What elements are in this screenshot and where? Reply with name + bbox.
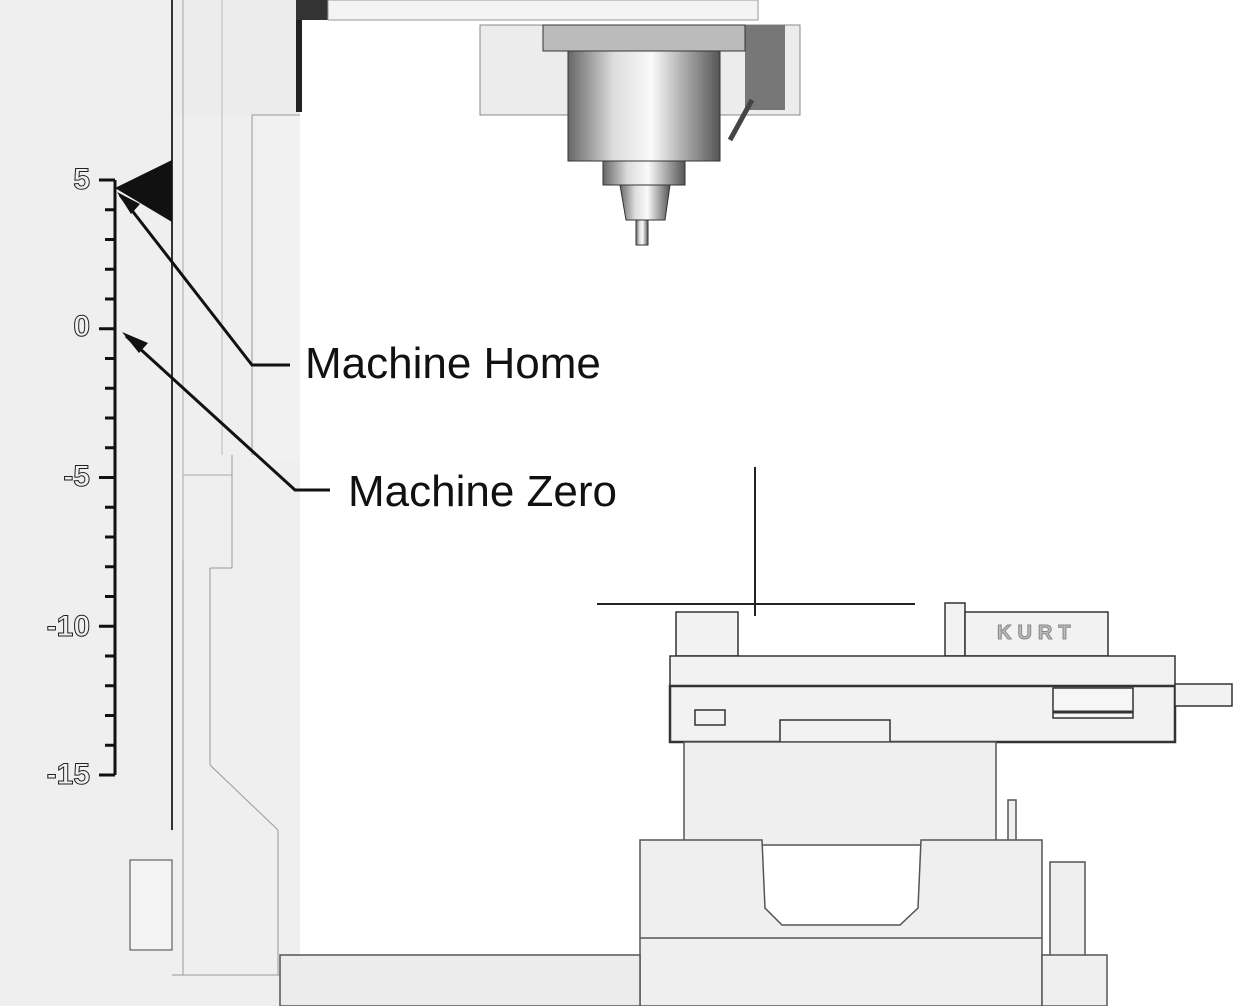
spindle-head xyxy=(327,0,801,246)
machine-home-leader xyxy=(118,194,290,367)
position-pointer xyxy=(115,160,172,222)
machine-zero-label: Machine Zero xyxy=(348,467,618,516)
scale-label-5: 5 xyxy=(73,163,91,196)
machine-table xyxy=(279,741,1108,1006)
z-axis-scale xyxy=(99,178,117,777)
column-base-block xyxy=(129,859,173,951)
machine-zero-leader xyxy=(124,334,330,492)
machine-home-arrowhead xyxy=(117,192,140,214)
machine-column xyxy=(171,0,328,976)
vise-brand-label: KURT xyxy=(997,622,1077,645)
scale-label-neg15: -15 xyxy=(46,758,90,791)
vise xyxy=(668,602,1233,744)
scale-label-0: 0 xyxy=(73,310,91,343)
machine-zero-arrowhead xyxy=(122,332,148,353)
scale-label-neg5: -5 xyxy=(63,460,91,493)
work-crosshair xyxy=(597,467,915,616)
machine-home-label: Machine Home xyxy=(305,339,601,388)
scale-label-neg10: -10 xyxy=(46,610,90,643)
left-background xyxy=(0,0,300,1006)
